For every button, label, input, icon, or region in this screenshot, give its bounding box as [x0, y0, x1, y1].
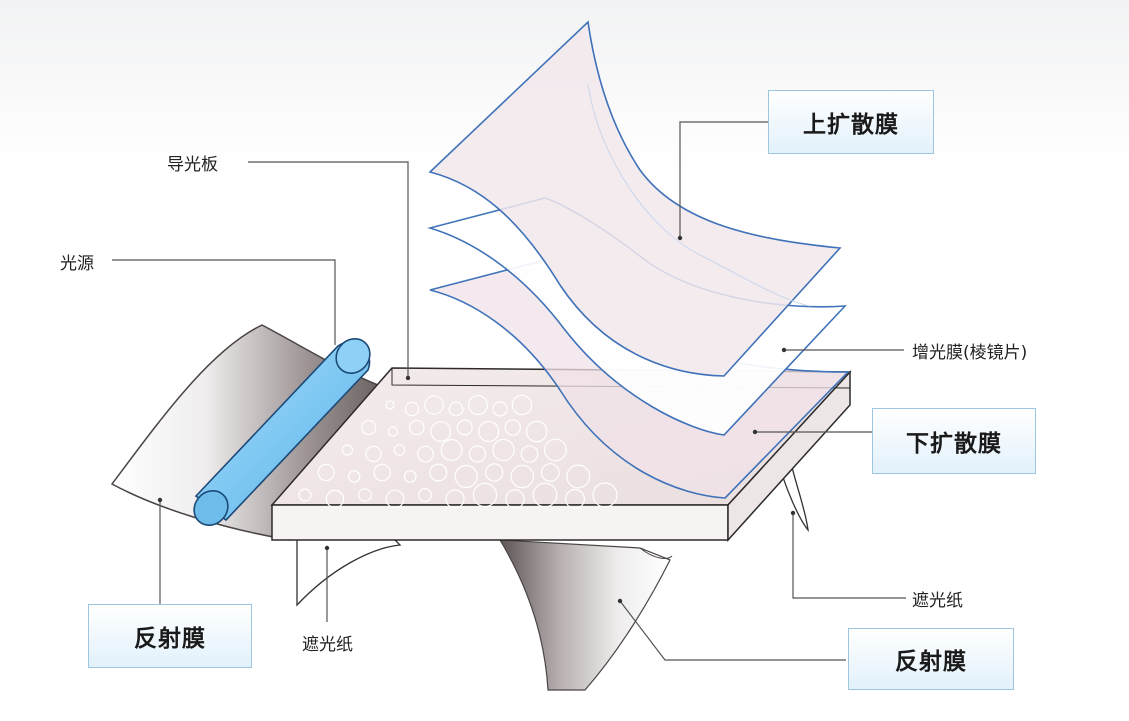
plate-dot [393, 444, 406, 456]
leader-lines [112, 121, 906, 661]
plate-dot [424, 395, 444, 415]
plate-dot [468, 395, 489, 416]
label-shading-paper-right: 遮光纸 [912, 591, 963, 611]
plate-dot [325, 489, 345, 509]
plate-dot [505, 489, 525, 509]
plate-dot [478, 420, 500, 443]
plate-dot [492, 401, 508, 417]
plate-dot [511, 394, 533, 416]
plate-dot [365, 445, 382, 463]
plate-dot [592, 482, 618, 508]
plate-dot [403, 470, 417, 483]
plate-dot [445, 489, 465, 509]
plate-dot [429, 463, 448, 482]
plate-dot [385, 489, 405, 509]
reflector-film-bottom-fold [639, 547, 673, 559]
plate-dot [408, 419, 425, 436]
plate-dot [448, 401, 464, 417]
label-shading-paper-left: 遮光纸 [302, 635, 353, 655]
label-reflector-left: 反射膜 [88, 604, 252, 668]
plate-dot [525, 420, 548, 443]
light-guide-dots [298, 394, 618, 510]
plate-dot [440, 439, 463, 462]
plate-dot [358, 488, 372, 502]
plate-dot [404, 401, 420, 417]
plate-dot [468, 445, 487, 463]
plate-dot [540, 463, 560, 482]
plate-dot [361, 419, 377, 436]
plate-dot [510, 464, 535, 489]
label-prism-film: 增光膜(棱镜片) [912, 343, 1028, 363]
light-guide-plate-side [727, 370, 851, 542]
plate-dot [341, 444, 354, 456]
label-light-guide-plate: 导光板 [167, 155, 218, 175]
plate-dot [373, 463, 392, 482]
upper-diffuser-film [428, 20, 842, 377]
plate-dot [544, 438, 567, 462]
label-upper-diffuser: 上扩散膜 [768, 90, 934, 154]
plate-dot [418, 488, 433, 503]
plate-dot [492, 438, 515, 462]
plate-dot [472, 482, 498, 508]
label-reflector-bottom: 反射膜 [848, 628, 1014, 690]
shading-paper-left [296, 534, 402, 607]
plate-dot [430, 421, 452, 442]
plate-dot [348, 470, 361, 483]
plate-dot [564, 489, 585, 510]
plate-dot [520, 445, 539, 463]
plate-dot [532, 482, 558, 508]
plate-dot [298, 488, 312, 502]
upper-diffuser-inner-curve [587, 84, 811, 307]
plate-dot [417, 445, 434, 463]
reflector-film-bottom [498, 539, 671, 691]
plate-dot [566, 464, 591, 489]
leader-dots [157, 235, 796, 604]
light-guide-plate-front [271, 504, 729, 541]
light-source-tube [193, 337, 371, 527]
plate-dot [387, 426, 398, 437]
plate-dot [456, 419, 473, 436]
plate-dot [317, 463, 335, 482]
plate-dot [385, 400, 395, 410]
plate-dot [485, 463, 504, 482]
label-lower-diffuser: 下扩散膜 [872, 408, 1036, 474]
label-light-source: 光源 [60, 254, 94, 274]
plate-dot [504, 419, 521, 436]
plate-dot [454, 464, 478, 489]
